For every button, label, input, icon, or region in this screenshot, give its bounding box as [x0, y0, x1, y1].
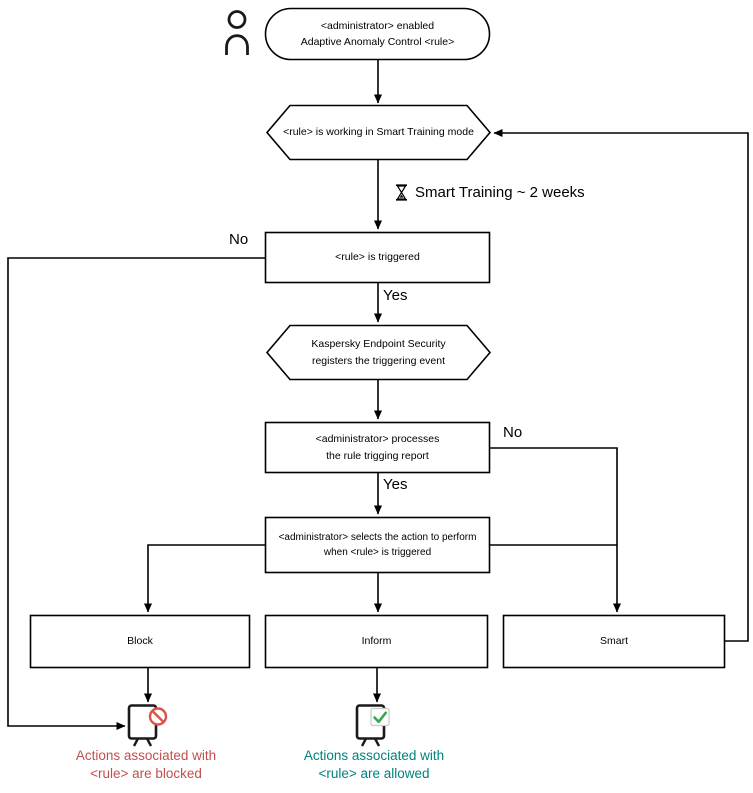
selects-shape	[264, 516, 491, 574]
start-node-line2: Adaptive Anomaly Control <rule>	[300, 36, 455, 48]
start-node: <administrator> enabled Adaptive Anomaly…	[265, 8, 490, 60]
selects-line1: <administrator> selects the action to pe…	[278, 531, 477, 543]
connector-smart-loop	[493, 129, 749, 642]
training-duration-note: Smart Training ~ 2 weeks	[395, 184, 585, 201]
inform-node: Inform	[265, 615, 488, 668]
registers-shape	[265, 324, 492, 381]
edge-label-no-report: No	[503, 424, 523, 441]
connector-no-to-smart	[490, 447, 621, 613]
inform-shape	[264, 614, 489, 669]
selects-line2: when <rule> is triggered	[323, 547, 432, 558]
inform-label: Inform	[361, 635, 392, 648]
allowed-outcome-line1: Actions associated with	[303, 748, 445, 763]
processes-line1: <administrator> processes	[315, 433, 440, 446]
prohibition-icon	[148, 707, 168, 726]
blocked-monitor-icon	[127, 704, 168, 747]
smart-node: Smart	[503, 615, 725, 668]
block-shape	[29, 614, 251, 669]
registers-line2: registers the triggering event	[311, 354, 446, 367]
block-node: Block	[30, 615, 250, 668]
allowed-outcome-line2: <rule> are allowed	[318, 765, 430, 781]
processes-node: <administrator> processes the rule trigg…	[265, 422, 490, 473]
start-node-shape	[264, 7, 491, 61]
connector-no-to-blocked	[7, 257, 265, 730]
registers-line1: Kaspersky Endpoint Security	[311, 338, 446, 351]
selects-node: <administrator> selects the action to pe…	[265, 517, 490, 573]
allowed-monitor-icon	[355, 704, 390, 747]
blocked-outcome-label: Actions associated with <rule> are block…	[38, 747, 254, 783]
triggered-label: <rule> is triggered	[335, 251, 420, 264]
triggered-shape	[264, 231, 491, 284]
training-mode-shape	[265, 104, 492, 161]
allowed-outcome-label: Actions associated with <rule> are allow…	[266, 747, 482, 783]
check-icon	[370, 707, 390, 727]
administrator-icon	[225, 10, 249, 55]
triggered-node: <rule> is triggered	[265, 232, 490, 283]
blocked-outcome-line1: Actions associated with	[75, 748, 217, 763]
training-duration-label: Smart Training ~ 2 weeks	[415, 184, 585, 201]
blocked-outcome-line2: <rule> are blocked	[90, 765, 202, 781]
connector-selects-block	[144, 544, 265, 613]
processes-line2: the rule trigging report	[326, 449, 429, 462]
edge-label-yes-triggered: Yes	[383, 287, 408, 304]
edge-label-no-triggered: No	[229, 231, 249, 248]
training-mode-label: <rule> is working in Smart Training mode	[283, 126, 474, 139]
smart-shape	[502, 614, 726, 669]
block-label: Block	[127, 635, 153, 648]
start-node-line1: <administrator> enabled	[320, 19, 435, 32]
edge-label-yes-report: Yes	[383, 476, 408, 493]
smart-label: Smart	[599, 635, 628, 648]
processes-shape	[264, 421, 491, 474]
registers-node: Kaspersky Endpoint Security registers th…	[267, 325, 490, 380]
training-mode-node: <rule> is working in Smart Training mode	[267, 105, 490, 160]
hourglass-icon	[396, 184, 407, 201]
